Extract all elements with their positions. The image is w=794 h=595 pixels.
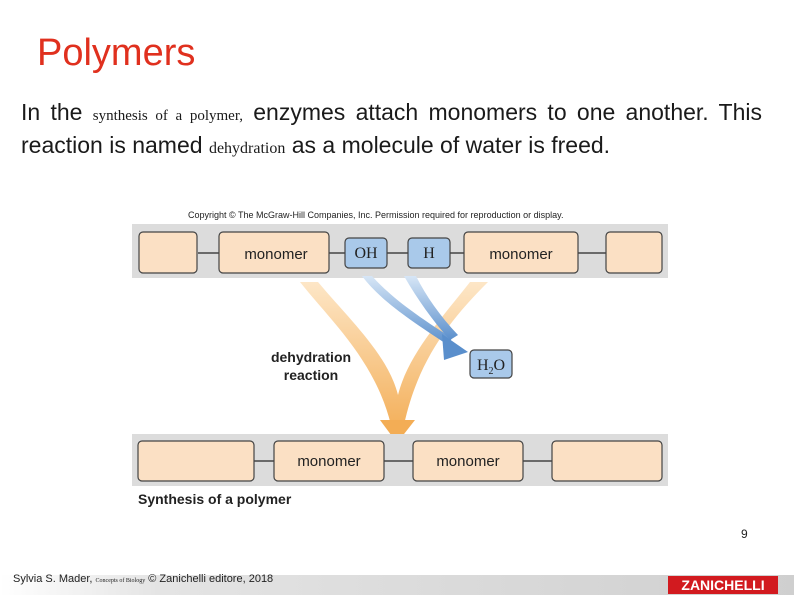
para-synthesis-term: synthesis of a polymer, [92, 108, 243, 124]
zanichelli-logo: ZANICHELLI [668, 576, 778, 594]
footer-bar [0, 575, 794, 595]
footer-book: Concepts of Biology [95, 578, 146, 584]
top-end-box-right [605, 231, 663, 274]
body-paragraph: In the synthesis of a polymer, enzymes a… [21, 96, 762, 161]
top-end-box-left [138, 231, 198, 274]
para-part-1: In the [21, 99, 93, 125]
water-label: H2O [477, 357, 505, 377]
bottom-monomer-left-label: monomer [297, 453, 360, 470]
para-part-3: enzymes attach monomers to one another. … [21, 99, 763, 158]
water-subscript: 2 [489, 366, 494, 377]
blue-arrow-head [442, 334, 468, 360]
top-monomer-left-label: monomer [244, 246, 307, 263]
bottom-monomer-right-label: monomer [436, 453, 499, 470]
bottom-monomer-right [412, 440, 524, 482]
oh-group [344, 237, 388, 269]
oh-label: OH [354, 245, 378, 262]
copyright-notice: Copyright © The McGraw-Hill Companies, I… [188, 210, 564, 220]
top-monomer-left [218, 231, 330, 274]
footer-author: Sylvia S. Mader, [13, 573, 96, 585]
orange-arrow-head [380, 420, 415, 443]
top-monomer-right [463, 231, 579, 274]
bottom-end-box-left [137, 440, 255, 482]
page-number: 9 [741, 527, 748, 541]
top-monomer-right-label: monomer [489, 246, 552, 263]
footer-credit: Sylvia S. Mader, Concepts of Biology © Z… [13, 573, 273, 585]
footer-publisher: © Zanichelli editore, 2018 [145, 573, 274, 585]
water-o: O [494, 357, 506, 374]
top-row-shadow [132, 224, 668, 278]
blue-arrow-from-oh [362, 276, 452, 345]
slide-title: Polymers [37, 32, 196, 74]
h-label: H [423, 245, 435, 262]
reaction-label-line2: reaction [284, 367, 338, 383]
bottom-monomer-left [273, 440, 385, 482]
para-part-5: as a molecule of water is freed. [285, 131, 611, 158]
reaction-label-line1: dehydration [271, 349, 351, 365]
figure-caption: Synthesis of a polymer [138, 491, 292, 507]
water-h: H [477, 357, 489, 374]
para-dehydration-term: dehydration [208, 139, 286, 157]
water-molecule [469, 349, 513, 379]
orange-converging-arrow [300, 282, 488, 425]
h-group [407, 237, 451, 269]
blue-arrow-from-h [404, 276, 458, 340]
bottom-end-box-right [551, 440, 663, 482]
